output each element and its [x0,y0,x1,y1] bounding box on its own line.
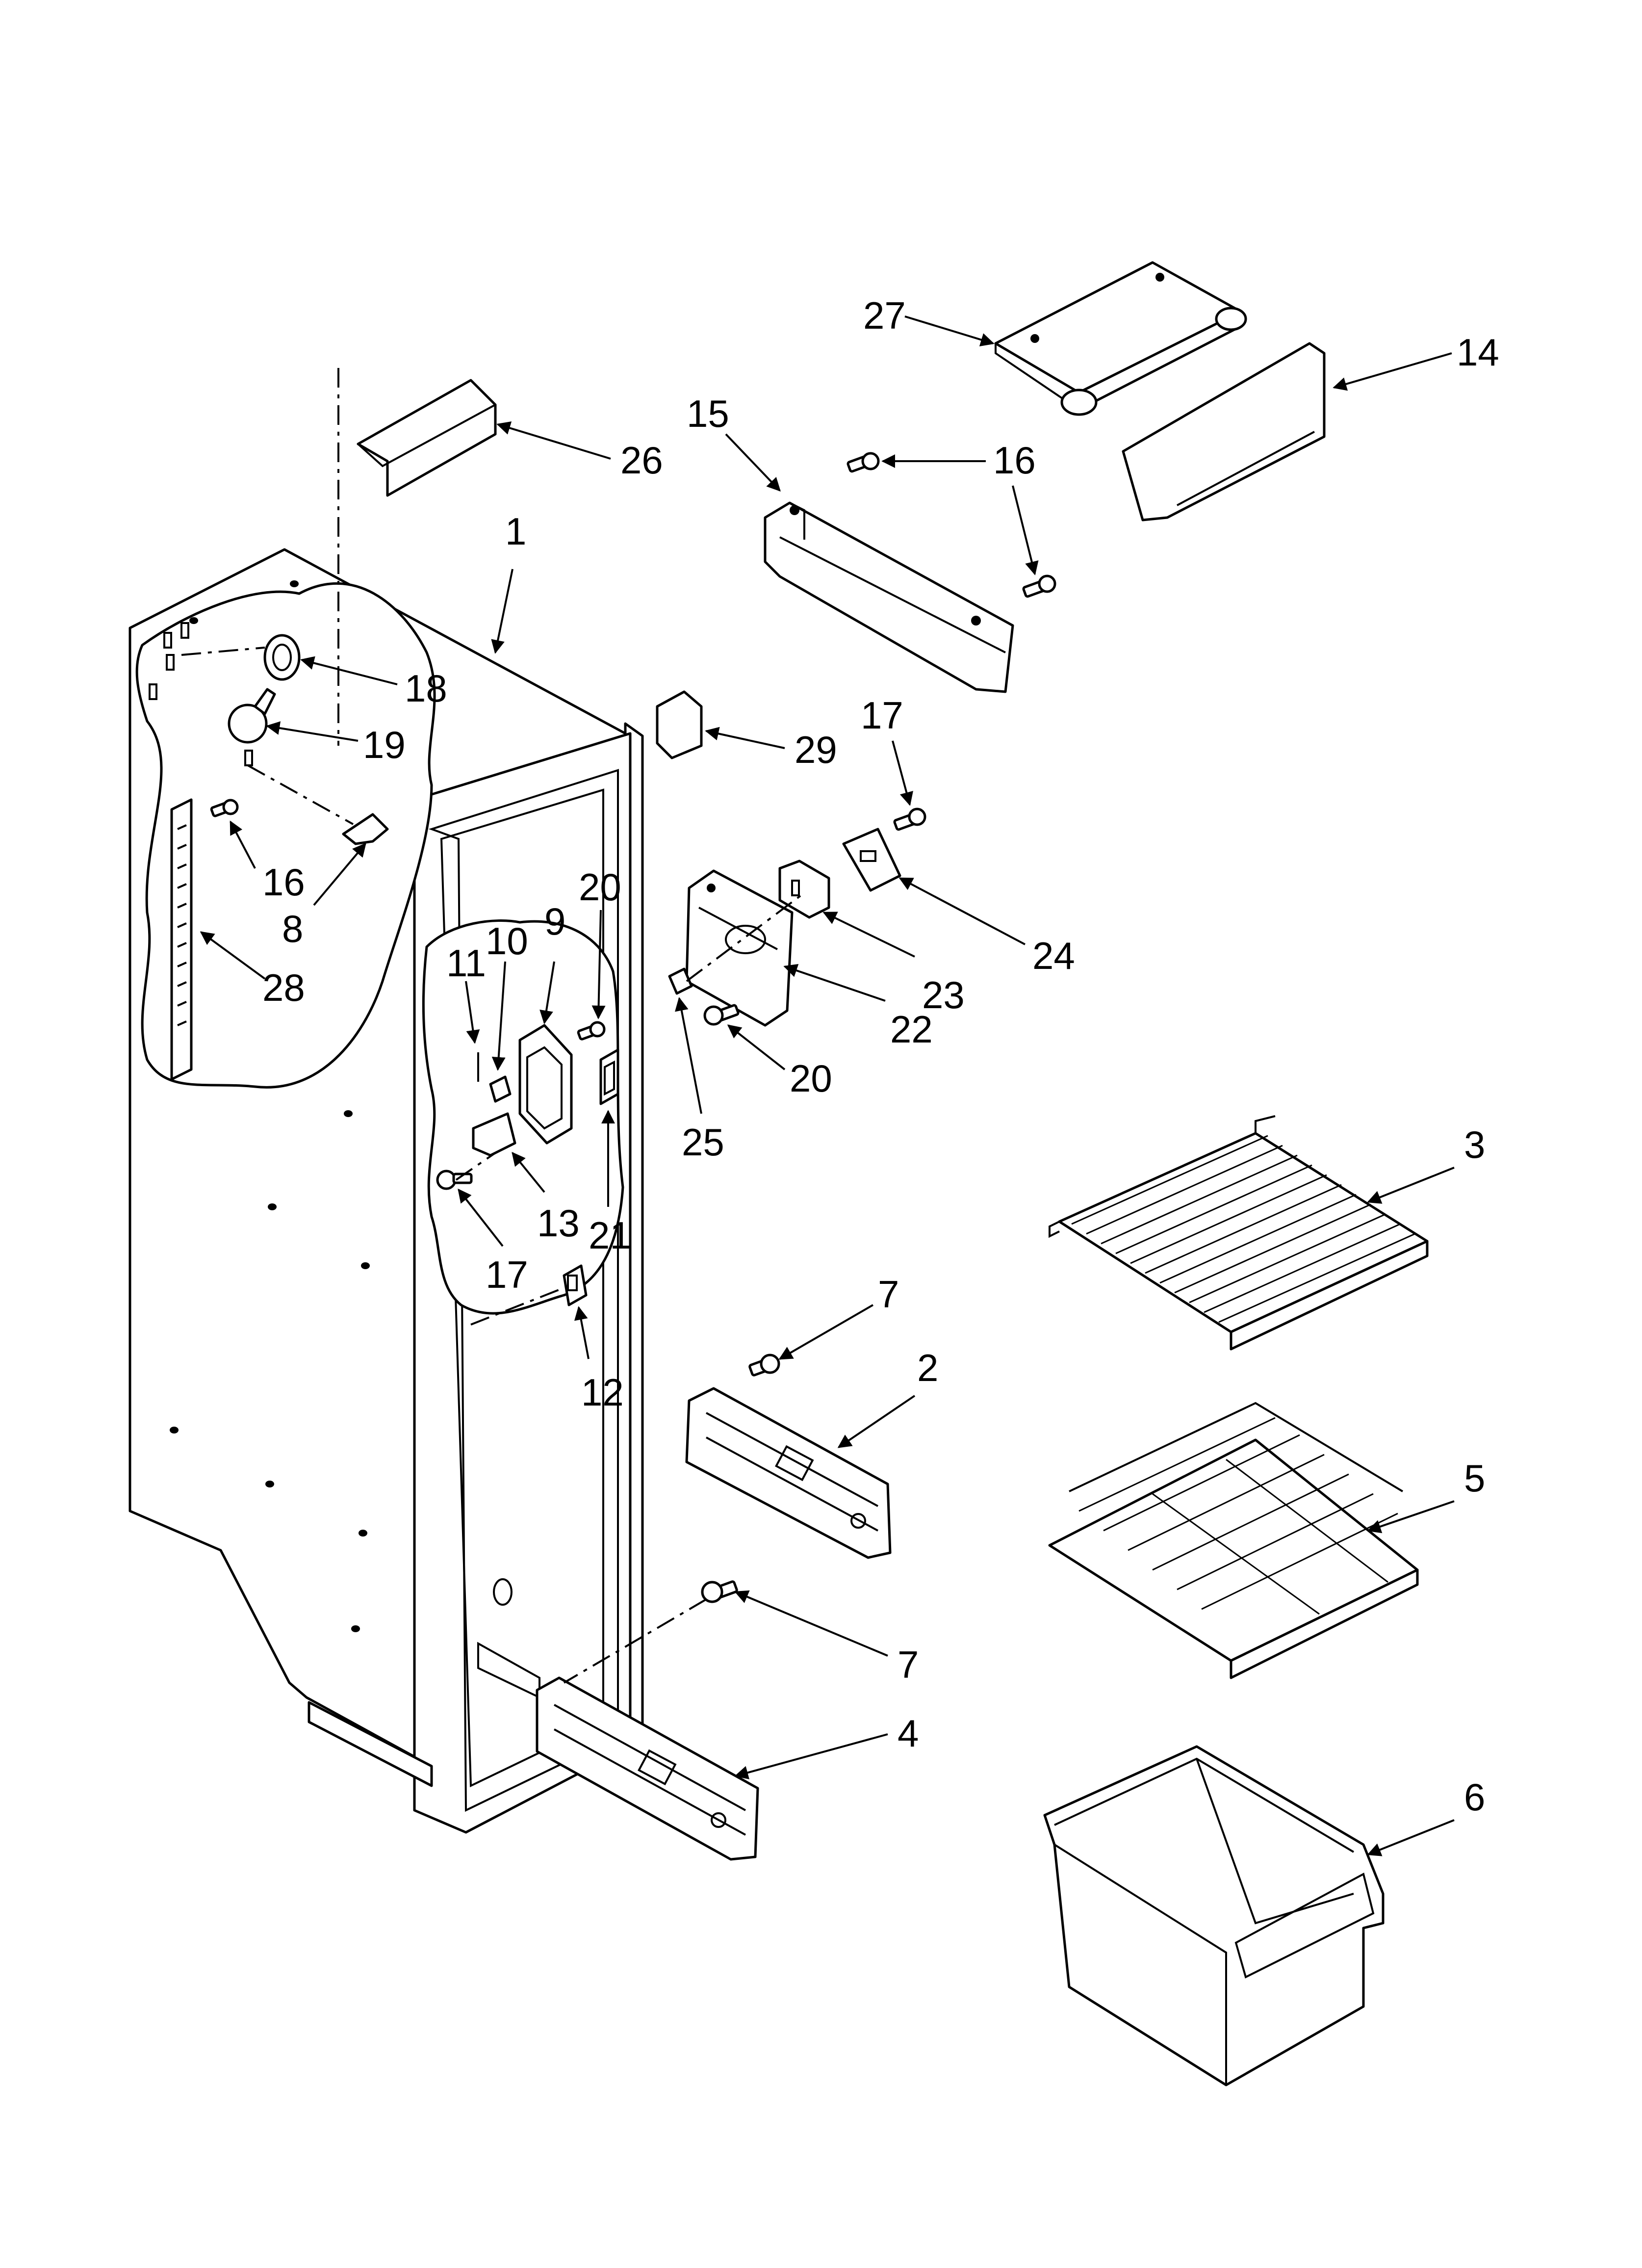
callout-23: 23 [922,973,965,1017]
crisper-bin-6 [1043,1745,1385,2086]
callout-12: 12 [581,1371,624,1414]
callout-8: 8 [282,907,303,950]
callout-13: 13 [537,1201,580,1245]
callout-16-top: 16 [993,439,1036,482]
wire-shelf-5 [1048,1402,1419,1679]
assembly-lines-left [181,368,354,825]
bracket-8 [342,813,389,845]
assembly-lines-center [455,1152,564,1326]
housing-15 [764,501,1014,693]
crisper-cover-14 [1122,342,1326,521]
callout-2: 2 [917,1346,938,1389]
callout-4: 4 [898,1712,919,1755]
callout-17-top: 17 [861,694,903,737]
switch-13 [472,1112,516,1157]
hinge-bracket-27 [994,261,1247,416]
callout-20-right: 20 [790,1057,832,1100]
screw-20-left [577,1021,606,1041]
callout-15: 15 [687,392,729,435]
callout-17-left: 17 [486,1253,528,1296]
callout-16-left: 16 [262,860,305,904]
light-switch-12 [563,1264,588,1306]
clip-10 [489,1075,512,1103]
screw-17-left [436,1170,473,1190]
control-housing-9 [518,1024,573,1145]
callout-5: 5 [1464,1457,1485,1500]
callout-26: 26 [620,439,663,482]
callout-27: 27 [863,294,906,337]
screw-16-top [847,452,880,473]
callout-3: 3 [1464,1123,1485,1166]
trim-rail-4 [536,1676,759,1861]
callout-20-left: 20 [579,865,621,909]
callout-labels: 1 2 3 4 5 6 7 7 8 9 10 11 12 13 14 15 16… [262,294,1499,1819]
control-housing-22 [685,869,794,1027]
callout-9: 9 [544,900,565,943]
wire-shelf-3 [1049,1115,1429,1351]
callout-28: 28 [262,966,305,1009]
leader-lines [200,315,1455,1856]
callout-1: 1 [505,510,526,553]
screw-7-lower [701,1580,738,1603]
screw-16-right [1022,574,1056,598]
thermostat-21 [599,1048,619,1105]
bracket-23 [778,860,830,919]
screw-17-top [893,808,926,831]
knob-25 [668,967,693,995]
callout-7-upper: 7 [878,1273,899,1316]
screw-7-upper [748,1354,780,1377]
cap-29 [656,690,703,759]
lamp-socket [263,634,301,681]
callout-14: 14 [1457,331,1499,374]
callout-22: 22 [890,1008,933,1051]
callout-29: 29 [795,728,837,771]
callout-24: 24 [1032,934,1075,977]
callout-25: 25 [682,1121,724,1164]
callout-19: 19 [363,723,406,766]
callout-21: 21 [589,1214,631,1257]
assembly-lines-bottom [563,1598,707,1684]
assembly-lines-right [686,892,805,982]
cover-26 [357,379,497,497]
trim-rail-2 [685,1387,892,1559]
screw-20-right [703,1004,740,1026]
callout-7-lower: 7 [898,1643,919,1686]
cabinet-liner [128,548,644,1834]
screw-16-left [210,799,239,817]
light-bulb [228,688,276,744]
callout-6: 6 [1464,1775,1485,1819]
shelf-ladder-rail [170,798,193,1081]
control-board-24 [842,828,901,892]
callout-10: 10 [486,919,528,963]
callout-11: 11 [446,941,486,985]
callout-18: 18 [405,667,447,710]
side-wall-slots [149,622,253,766]
